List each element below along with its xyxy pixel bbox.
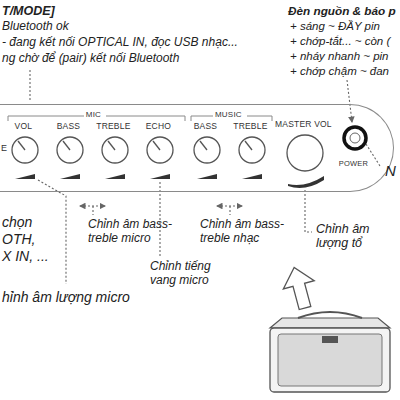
knob-pointer [18,141,252,150]
knobs [12,135,323,171]
section-title: Đèn nguồn & báo p [288,4,396,18]
note-line: ng chờ để (pair) kết nối Bluetooth [2,52,179,66]
knob-label: VOL [15,121,33,131]
knob-label: ECHO [146,121,171,131]
leader-line [30,70,380,284]
power-button [344,127,366,149]
note-line: + chớp chậm ~ đan [290,65,389,78]
level-wedge [15,174,324,188]
callout-text: hỉnh âm lượng micro [2,289,130,305]
note-line: + chớp-tắt... ~ còn ( [290,35,390,48]
knob-label: TREBLE [96,121,130,131]
knob-label: MASTER VOL [275,119,332,129]
group-label: MIC [84,110,103,119]
control-panel: MIC VOL BASS TREBLE ECHO MUSIC BASS TREBLE MASTE… [0,104,394,192]
callout-text: OTH, [2,231,35,247]
callout-text: Chỉnh âm lượng tổ [316,222,398,251]
callout-text: X IN, ... [2,248,49,264]
section-title: T/MODE] [2,4,55,18]
button-label: POWER [339,159,368,168]
callout-text: N [385,162,396,179]
callout-text: Chỉnh âm bass-treble micro [88,218,198,246]
note-line: + nháy nhanh ~ pin [290,50,388,63]
knob-label: E [1,143,7,153]
power-lamp [350,133,360,143]
knob-label: BASS [194,121,217,131]
callout-text: chọn [2,214,32,230]
callout-text: Chỉnh tiếng vang micro [150,260,226,288]
note-line: + sáng ~ ĐẦY pin [290,20,380,33]
note-line: Bluetooth ok [2,20,69,34]
callout-text: Chỉnh âm bass-treble nhạc [200,218,310,246]
note-line: - đang kết nối OPTICAL IN, đọc USB nhạc.… [2,36,238,50]
pointer-arrow [279,263,321,312]
knob-label: BASS [57,121,80,131]
knob-label: TREBLE [233,121,267,131]
speaker-illustration [270,312,390,392]
group-label: MUSIC [213,110,244,119]
